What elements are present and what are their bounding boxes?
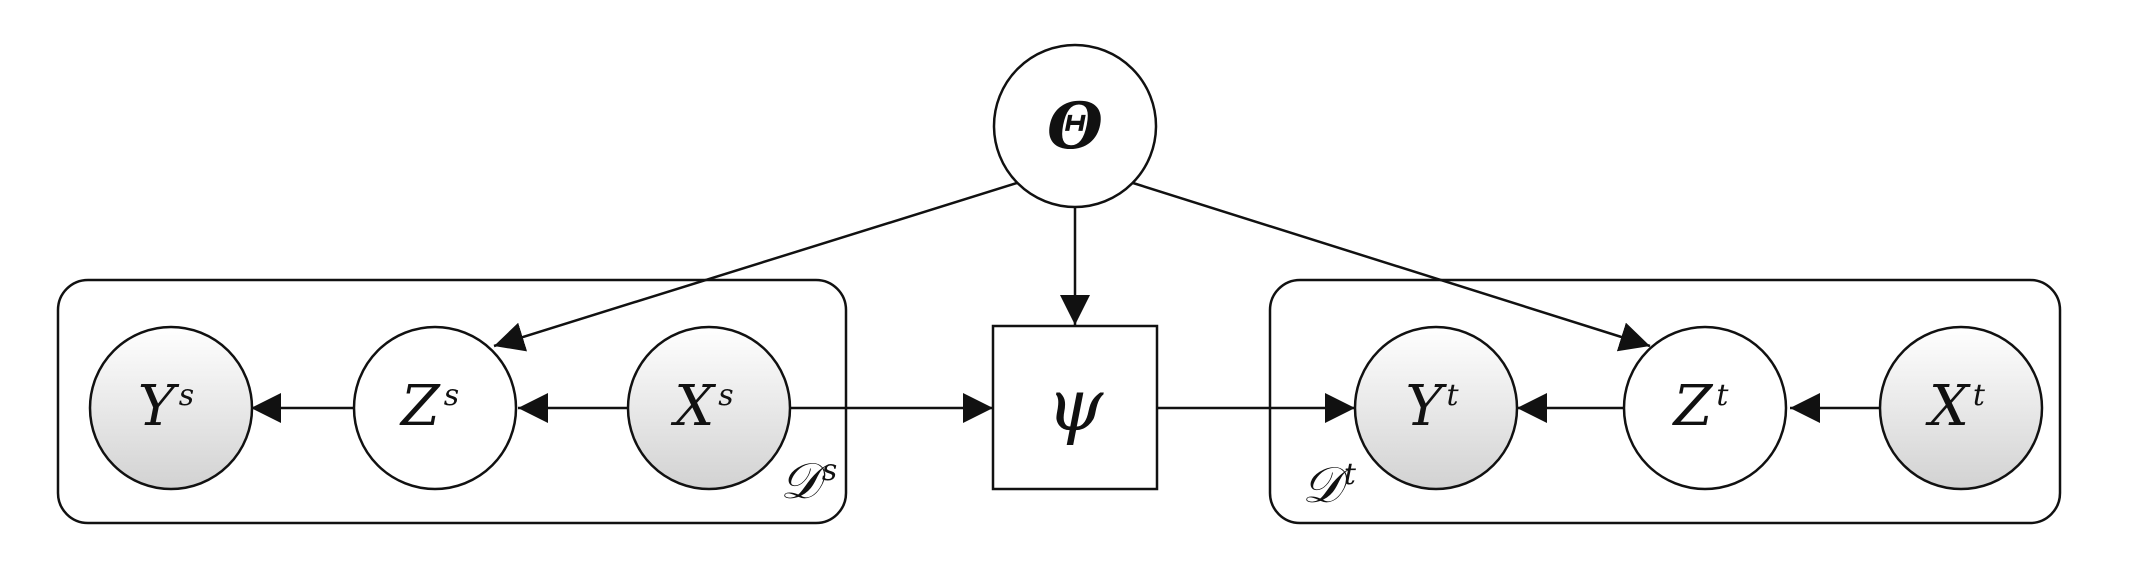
svg-text:Ys: Ys (138, 374, 194, 439)
node-theta: Θ (992, 43, 1158, 209)
source-plate-label: 𝒟s (780, 452, 837, 510)
svg-text:Xt: Xt (1925, 374, 1986, 439)
svg-text:Zt: Zt (1672, 374, 1730, 439)
x-t-base: X (1925, 374, 1971, 439)
edges (251, 181, 1880, 423)
x-s-base: X (670, 374, 716, 439)
psi-label: ψ (1047, 363, 1105, 447)
y-t-sup: t (1446, 378, 1459, 413)
edge-theta-to-zs (493, 181, 1018, 352)
svg-text:Zs: Zs (399, 374, 459, 439)
theta-label: Θ (1047, 89, 1103, 164)
svg-text:Xs: Xs (670, 374, 733, 439)
x-s-sup: s (718, 378, 733, 413)
x-t-sup: t (1973, 378, 1986, 413)
source-plate-sup: s (822, 453, 837, 488)
z-t-base: Z (1672, 374, 1714, 439)
source-plate (56, 278, 848, 525)
node-psi: ψ (991, 324, 1159, 491)
z-s-base: Z (399, 374, 441, 439)
y-s-base: Y (138, 374, 180, 439)
target-plate (1268, 278, 2062, 525)
z-t-sup: t (1716, 378, 1729, 413)
y-s-sup: s (179, 378, 194, 413)
z-s-sup: s (444, 378, 459, 413)
svg-text:Yt: Yt (1405, 374, 1459, 439)
edge-theta-to-zt (1132, 181, 1651, 352)
target-plate-label: 𝒟t (1302, 456, 1357, 514)
y-t-base: Y (1405, 374, 1447, 439)
target-plate-sup: t (1344, 457, 1357, 492)
